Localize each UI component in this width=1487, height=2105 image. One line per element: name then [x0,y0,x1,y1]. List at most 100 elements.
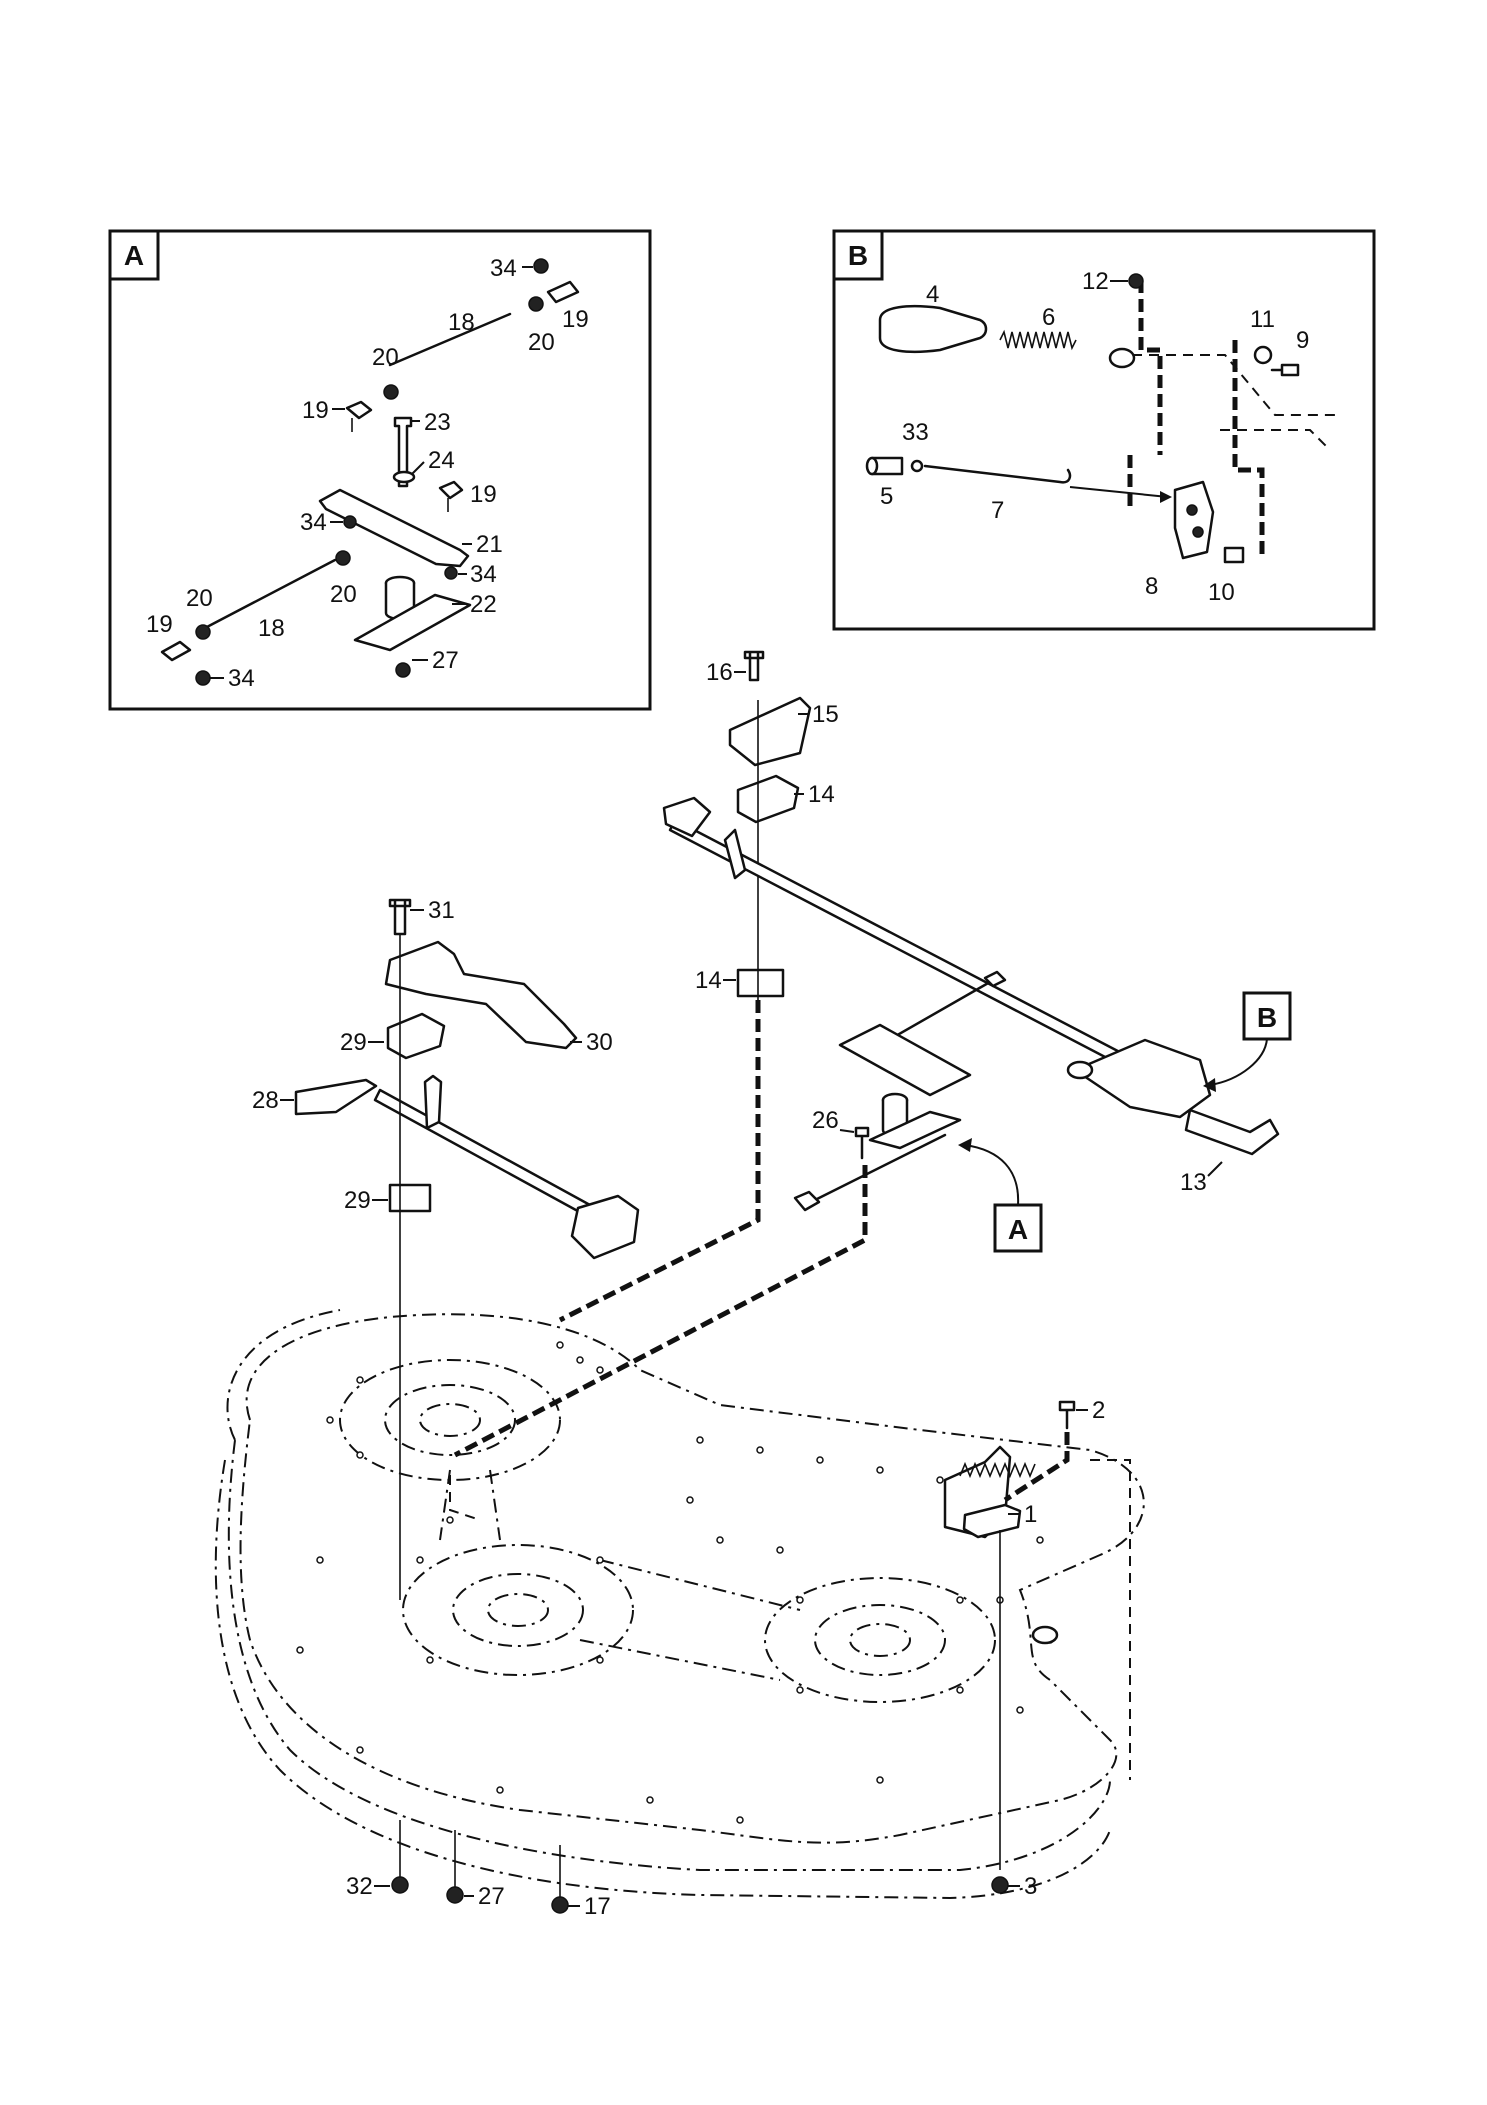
label-33: 33 [902,419,929,446]
nut-20-top [528,296,544,312]
nut-34-left [343,515,357,529]
handle-grip-4 [878,304,988,354]
detail-box-a-tag-frame [108,229,160,281]
labels-box-b: 4 6 12 11 9 33 5 7 8 10 [880,268,1309,606]
rod-7 [923,464,1072,484]
plate-21 [318,488,470,568]
washer-24 [392,470,416,484]
label-16: 16 [706,659,733,686]
deck-outline-inner [239,1313,1145,1844]
label-23: 23 [424,409,451,436]
bracket-30 [384,940,578,1050]
label-18-lower: 18 [258,615,285,642]
tube-tab [723,828,747,880]
label-20-upper: 20 [372,344,399,371]
label-19-top: 19 [562,306,589,333]
callout-b: B [1257,1002,1277,1033]
labels-main: 16 15 14 14 31 30 29 28 29 26 13 2 1 [252,659,1223,1920]
lever-plate-13 [1073,1038,1212,1119]
label-28: 28 [252,1087,279,1114]
spring-6 [999,329,1077,351]
nut-32 [391,1876,409,1894]
bolt-26 [854,1126,870,1160]
nut-20-lower-mid [335,550,351,566]
nut-3 [991,1876,1009,1894]
bracket-8 [1173,480,1215,560]
label-19-bottom: 19 [146,611,173,638]
label-2: 2 [1092,1397,1105,1424]
pedal-28 [294,1078,378,1116]
deck-outline-outer [226,1309,1111,1871]
nut-12 [1128,273,1144,289]
bolt-16 [743,650,765,682]
detail-box-b-tag: B [848,240,868,271]
detail-box-a-tag: A [124,240,144,271]
label-6: 6 [1042,304,1055,331]
tube-end-left [662,796,712,838]
spindle-right [764,1577,996,1703]
label-27-main: 27 [478,1883,505,1910]
assembly-line-b2 [1232,340,1265,560]
callout-a-arrow [964,1144,1020,1206]
label-12: 12 [1082,268,1109,295]
linkage-rod-lower [203,558,337,630]
assembly-line-b1 [1138,280,1163,455]
main-linkage-rod-lower [813,1133,947,1202]
label-9: 9 [1296,327,1309,354]
label-20-lower-mid: 20 [330,581,357,608]
label-11: 11 [1250,306,1275,333]
label-34-right: 34 [470,561,497,588]
pivot-plate-main [838,1023,972,1097]
detail-box-b-frame [832,229,1376,631]
label-19-mid: 19 [302,397,329,424]
washer-11 [1253,345,1273,365]
ball-joint-19-top [546,280,580,304]
washer-33 [910,459,924,473]
callout-a-frame [993,1203,1043,1253]
nut-34-right [444,566,458,580]
detail-box-b: B 4 6 12 11 [832,229,1376,631]
labels-box-a: 34 19 20 18 20 19 23 24 19 34 21 34 20 2… [146,255,589,692]
nut-20-upper [383,384,399,400]
deck-right-edge [1090,1459,1131,1780]
nut-27 [395,662,411,678]
callout-b-arrow [1209,1038,1268,1086]
label-31: 31 [428,897,455,924]
label-24: 24 [428,447,455,474]
label-29-upper: 29 [340,1029,367,1056]
label-21: 21 [476,531,503,558]
block-14-upper [736,774,800,824]
nut-17 [551,1896,569,1914]
nut-34-bottom [195,670,211,686]
label-4: 4 [926,281,939,308]
nut-20-lower [195,624,211,640]
label-14-upper: 14 [808,781,835,808]
label-34-left: 34 [300,509,327,536]
assembly-line-main-2 [453,1165,868,1458]
label-20-top: 20 [528,329,555,356]
tube-end [1108,347,1136,369]
label-26: 26 [812,1107,839,1134]
spacer-10 [1223,546,1245,564]
ball-joint-19-right [438,480,464,500]
notches-1 [959,1461,1036,1479]
pivot-22-plate [353,593,472,652]
label-18-upper: 18 [448,309,475,336]
lever-ghost [1115,354,1335,416]
label-27-a: 27 [432,647,459,674]
label-10: 10 [1208,579,1235,606]
nut-27-main [446,1886,464,1904]
label-1: 1 [1024,1501,1037,1528]
bolt-9 [1270,363,1300,377]
spindle-center [402,1544,634,1676]
label-7: 7 [991,497,1004,524]
main-assembly: A B 16 15 14 14 31 30 29 28 29 26 [214,650,1292,1920]
label-34-top: 34 [490,255,517,282]
mower-deck [214,1309,1145,1900]
rod-28-end [570,1194,640,1260]
label-14-lower: 14 [695,967,722,994]
label-29-lower: 29 [344,1187,371,1214]
label-30: 30 [586,1029,613,1056]
deck-hole-right [1031,1625,1059,1645]
